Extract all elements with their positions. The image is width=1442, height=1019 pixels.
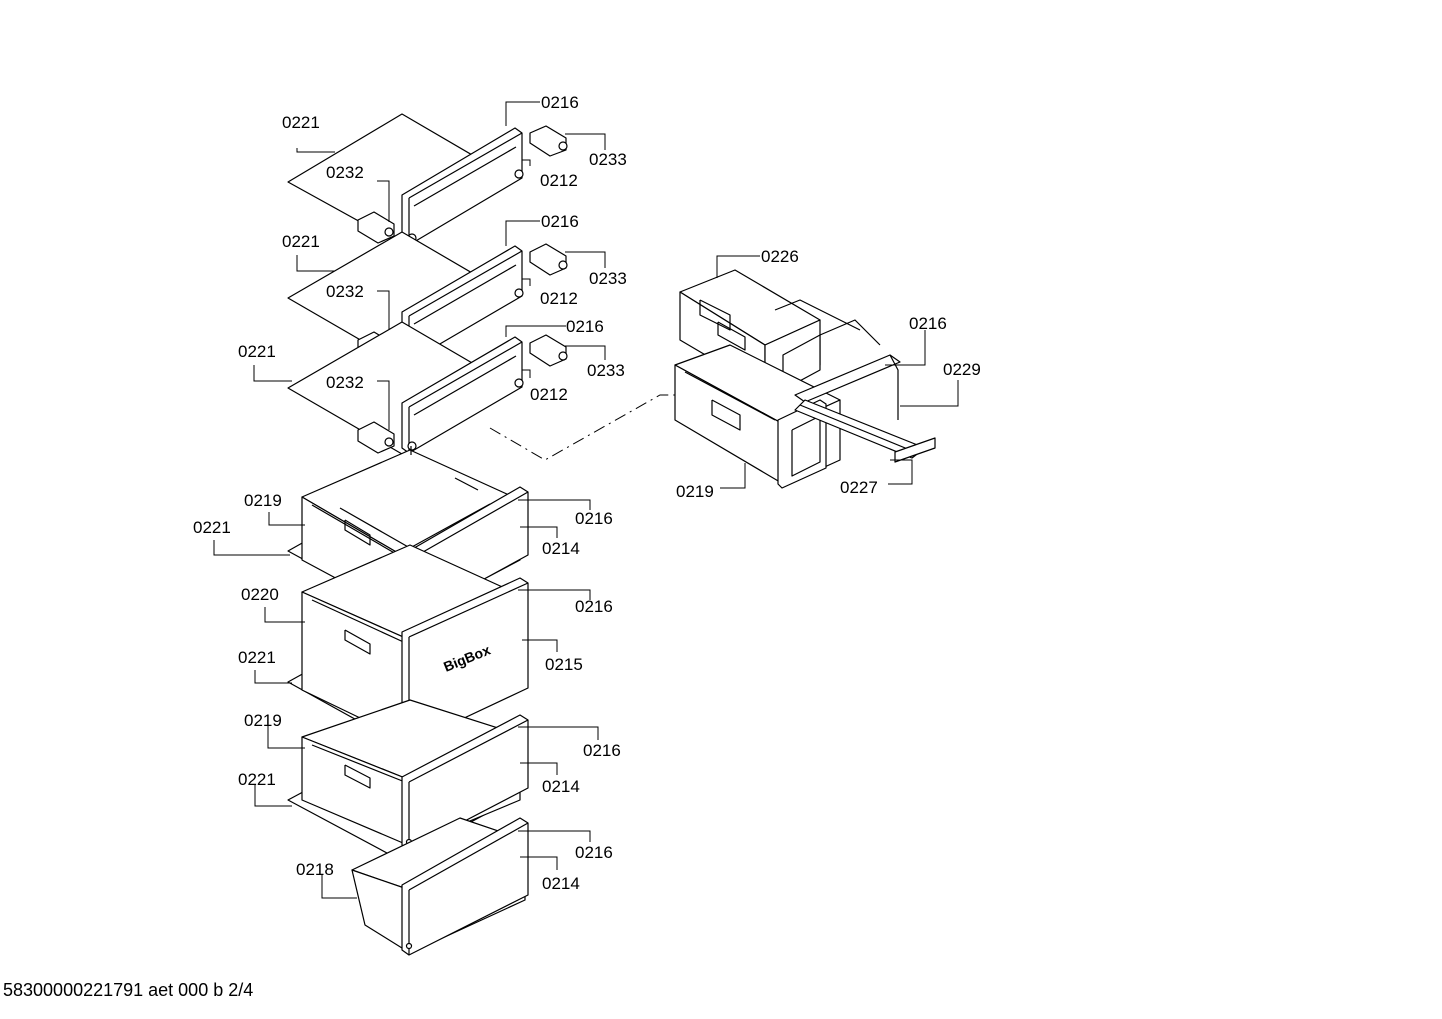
shelf-holder-right-2: [529, 243, 568, 276]
drawer-assembly-4: 0218 0216 0214: [296, 817, 613, 956]
label-0232: 0232: [326, 373, 364, 392]
shelf-assembly-3: 0221 0232 0216 0212 0233: [238, 317, 625, 455]
label-0212: 0212: [530, 385, 568, 404]
shelf-assembly-2: 0221 0232 0216 0212 0233: [282, 212, 627, 365]
label-0215: 0215: [545, 655, 583, 674]
drawer-assembly-3: 0219 0221 0216 0214: [238, 699, 621, 861]
label-0216: 0216: [566, 317, 604, 336]
label-0221: 0221: [238, 648, 276, 667]
label-0232: 0232: [326, 282, 364, 301]
label-0218: 0218: [296, 860, 334, 879]
drawer-assembly-2-bigbox: BigBox 0220 0221 0216 0215: [238, 544, 613, 745]
label-0233: 0233: [589, 269, 627, 288]
label-0221: 0221: [238, 770, 276, 789]
shelf-assembly-1: 0221 0232 0216 0212 0233: [282, 93, 627, 246]
label-0216: 0216: [575, 843, 613, 862]
label-0219: 0219: [244, 491, 282, 510]
label-0226: 0226: [761, 247, 799, 266]
label-0220: 0220: [241, 585, 279, 604]
slide-rail: [794, 354, 936, 463]
label-0216: 0216: [909, 314, 947, 333]
bigbox-drawer: BigBox: [301, 544, 529, 745]
label-0219: 0219: [244, 711, 282, 730]
label-0216: 0216: [541, 212, 579, 231]
label-0212: 0212: [540, 171, 578, 190]
label-0221: 0221: [193, 518, 231, 537]
label-0216: 0216: [575, 509, 613, 528]
document-id: 58300000221791 aet 000 b 2/4: [3, 980, 254, 1000]
shelf-holder-left-1: [357, 211, 395, 244]
lower-drawer-tray: [674, 344, 841, 489]
drawer-3: [301, 699, 529, 851]
drawer-1: [301, 449, 529, 621]
assembly-dashed-link: [489, 394, 678, 461]
label-0216: 0216: [583, 741, 621, 760]
label-0221: 0221: [238, 342, 276, 361]
label-0214: 0214: [542, 539, 580, 558]
label-0216: 0216: [575, 597, 613, 616]
label-0221: 0221: [282, 113, 320, 132]
shelf-holder-left-3: [357, 421, 395, 454]
label-0214: 0214: [542, 874, 580, 893]
label-0233: 0233: [589, 150, 627, 169]
label-0229: 0229: [943, 360, 981, 379]
shelf-holder-right-1: [529, 125, 568, 157]
label-0233: 0233: [587, 361, 625, 380]
label-0221: 0221: [282, 232, 320, 251]
label-0227: 0227: [840, 478, 878, 497]
drawer-4: [351, 817, 529, 956]
label-0216: 0216: [541, 93, 579, 112]
right-drawer-assembly: 0226 0216 0229 0219 0227: [674, 247, 981, 501]
label-0232: 0232: [326, 163, 364, 182]
shelf-holder-right-3: [529, 334, 568, 367]
label-0219: 0219: [676, 482, 714, 501]
label-0212: 0212: [540, 289, 578, 308]
label-0214: 0214: [542, 777, 580, 796]
shelf-front-trim-3: [401, 336, 524, 454]
